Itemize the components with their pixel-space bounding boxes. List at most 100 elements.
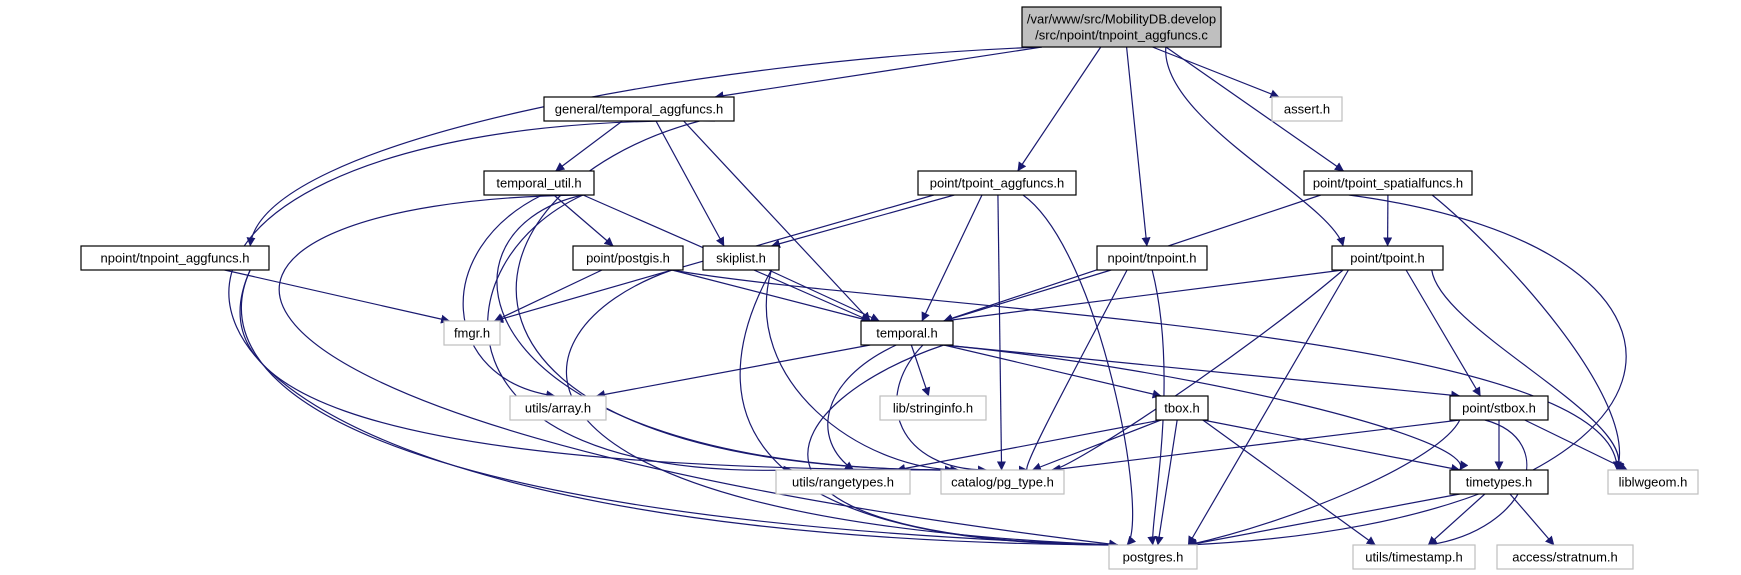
- node-box: [917, 170, 1077, 196]
- node-postgis[interactable]: point/postgis.h: [572, 245, 684, 271]
- node-label: assert.h: [1284, 102, 1330, 117]
- edge-root-to-tpoint_aggfuncs: [1017, 46, 1102, 172]
- edge-tbox-to-rangetypes: [896, 419, 1162, 473]
- node-label: general/temporal_aggfuncs.h: [555, 102, 723, 117]
- node-root[interactable]: /var/www/src/MobilityDB.develop/src/npoi…: [1021, 6, 1222, 48]
- node-pg-type: catalog/pg_type.h: [940, 469, 1065, 495]
- edge-tnpoint_aggfuncs-to-postgres: [240, 269, 1119, 550]
- node-stratnum: access/stratnum.h: [1496, 544, 1634, 570]
- edge-stbox-to-pg_type: [1051, 419, 1460, 474]
- node-box: [1352, 544, 1476, 570]
- edge-tpoint-to-postgres: [1187, 269, 1349, 546]
- edge-stbox-to-liblwgeom: [1524, 419, 1628, 471]
- edge-stbox-to-postgres: [1187, 419, 1461, 548]
- node-tnpoint[interactable]: npoint/tnpoint.h: [1096, 245, 1208, 271]
- edge-tpoint_spatialfuncs-to-postgres: [1187, 194, 1627, 550]
- edge-temporal-to-pg_type: [896, 344, 988, 475]
- node-label: catalog/pg_type.h: [951, 475, 1054, 490]
- edge-tbox-to-pg_type: [1032, 419, 1162, 472]
- edges-layer: [224, 46, 1628, 550]
- node-label: utils/rangetypes.h: [792, 475, 894, 490]
- node-box: [1303, 170, 1473, 196]
- edge-postgis-to-postgres: [566, 269, 1119, 550]
- node-tbox[interactable]: tbox.h: [1155, 395, 1209, 421]
- node-box: [1331, 245, 1444, 271]
- node-tpoint-spatialfuncs[interactable]: point/tpoint_spatialfuncs.h: [1303, 170, 1473, 196]
- node-label: /var/www/src/MobilityDB.develop: [1027, 12, 1216, 27]
- node-fmgr: fmgr.h: [443, 320, 501, 346]
- node-box: [1449, 395, 1549, 421]
- node-temporal[interactable]: temporal.h: [860, 320, 954, 346]
- edge-root-to-assert: [1152, 46, 1280, 99]
- edge-postgis-to-fmgr: [493, 269, 603, 322]
- node-temporal-util[interactable]: temporal_util.h: [483, 170, 595, 196]
- edge-temporal-to-tbox: [943, 344, 1162, 399]
- node-label: tbox.h: [1164, 401, 1199, 416]
- node-box: [775, 469, 911, 495]
- node-box: [860, 320, 954, 346]
- node-rangetypes: utils/rangetypes.h: [775, 469, 911, 495]
- edge-tbox-to-timestamp: [1202, 419, 1376, 546]
- node-label: point/postgis.h: [586, 251, 670, 266]
- edge-tpoint-to-liblwgeom: [1431, 269, 1625, 471]
- node-box: [1155, 395, 1209, 421]
- node-box: [80, 245, 270, 271]
- node-assert: assert.h: [1271, 96, 1343, 122]
- edge-temporal-to-postgres: [807, 344, 1119, 550]
- node-label: /src/npoint/tnpoint_aggfuncs.c: [1035, 28, 1208, 43]
- node-general-temporal-aggfuncs[interactable]: general/temporal_aggfuncs.h: [543, 96, 735, 122]
- node-box: [1496, 544, 1634, 570]
- edge-skiplist-to-temporal: [768, 269, 880, 322]
- edge-temporal_util-to-postgres: [278, 194, 1119, 549]
- edge-temporal-to-stringinfo: [910, 344, 931, 397]
- node-box: [1607, 469, 1699, 495]
- node-skiplist[interactable]: skiplist.h: [702, 245, 780, 271]
- edge-root-to-tnpoint: [1125, 46, 1151, 247]
- node-box: [1271, 96, 1343, 122]
- node-label: point/stbox.h: [1462, 401, 1536, 416]
- edge-general_temporal_aggfuncs-to-postgres: [228, 120, 1119, 550]
- node-label: fmgr.h: [454, 326, 490, 341]
- node-label: postgres.h: [1123, 550, 1184, 565]
- node-tpoint-aggfuncs[interactable]: point/tpoint_aggfuncs.h: [917, 170, 1077, 196]
- edge-temporal-to-timetypes: [943, 344, 1469, 471]
- node-label: utils/timestamp.h: [1365, 550, 1463, 565]
- edge-tnpoint-to-postgres: [1147, 269, 1165, 546]
- edge-timetypes-to-postgres: [1187, 493, 1460, 548]
- edge-root-to-tpoint: [1165, 46, 1346, 247]
- node-tnpoint-aggfuncs[interactable]: npoint/tnpoint_aggfuncs.h: [80, 245, 270, 271]
- edge-root-to-general_temporal_aggfuncs: [714, 46, 1042, 101]
- node-stbox[interactable]: point/stbox.h: [1449, 395, 1549, 421]
- node-box: [509, 395, 607, 421]
- node-label: liblwgeom.h: [1619, 475, 1688, 490]
- edge-temporal-to-array: [595, 344, 871, 399]
- node-label: point/tpoint_spatialfuncs.h: [1313, 176, 1463, 191]
- edge-temporal-to-stbox: [943, 344, 1461, 400]
- node-box: [1108, 544, 1198, 570]
- edge-tpoint_aggfuncs-to-postgres: [1022, 194, 1137, 546]
- node-tpoint[interactable]: point/tpoint.h: [1331, 245, 1444, 271]
- edge-tpoint-to-temporal: [943, 269, 1344, 325]
- edge-timetypes-to-stratnum: [1509, 493, 1555, 546]
- node-box: [879, 395, 987, 421]
- node-box: [940, 469, 1065, 495]
- node-label: timetypes.h: [1466, 475, 1532, 490]
- node-label: utils/array.h: [525, 401, 591, 416]
- edge-tpoint_aggfuncs-to-pg_type: [996, 194, 1006, 471]
- edge-timetypes-to-timestamp: [1427, 493, 1486, 546]
- node-box: [1021, 6, 1222, 48]
- edge-root-to-tnpoint_aggfuncs: [246, 46, 1042, 247]
- edge-postgis-to-temporal: [671, 269, 871, 324]
- node-box: [1096, 245, 1208, 271]
- edge-tpoint_aggfuncs-to-skiplist: [770, 194, 955, 249]
- node-timetypes[interactable]: timetypes.h: [1449, 469, 1549, 495]
- node-postgres: postgres.h: [1108, 544, 1198, 570]
- node-label: npoint/tnpoint_aggfuncs.h: [101, 251, 250, 266]
- edge-tpoint-to-stbox: [1405, 269, 1481, 397]
- node-liblwgeom: liblwgeom.h: [1607, 469, 1699, 495]
- node-label: temporal.h: [876, 326, 937, 341]
- node-box: [1449, 469, 1549, 495]
- edge-tnpoint-to-pg_type: [1018, 269, 1128, 475]
- edge-tbox-to-postgres: [1154, 419, 1178, 546]
